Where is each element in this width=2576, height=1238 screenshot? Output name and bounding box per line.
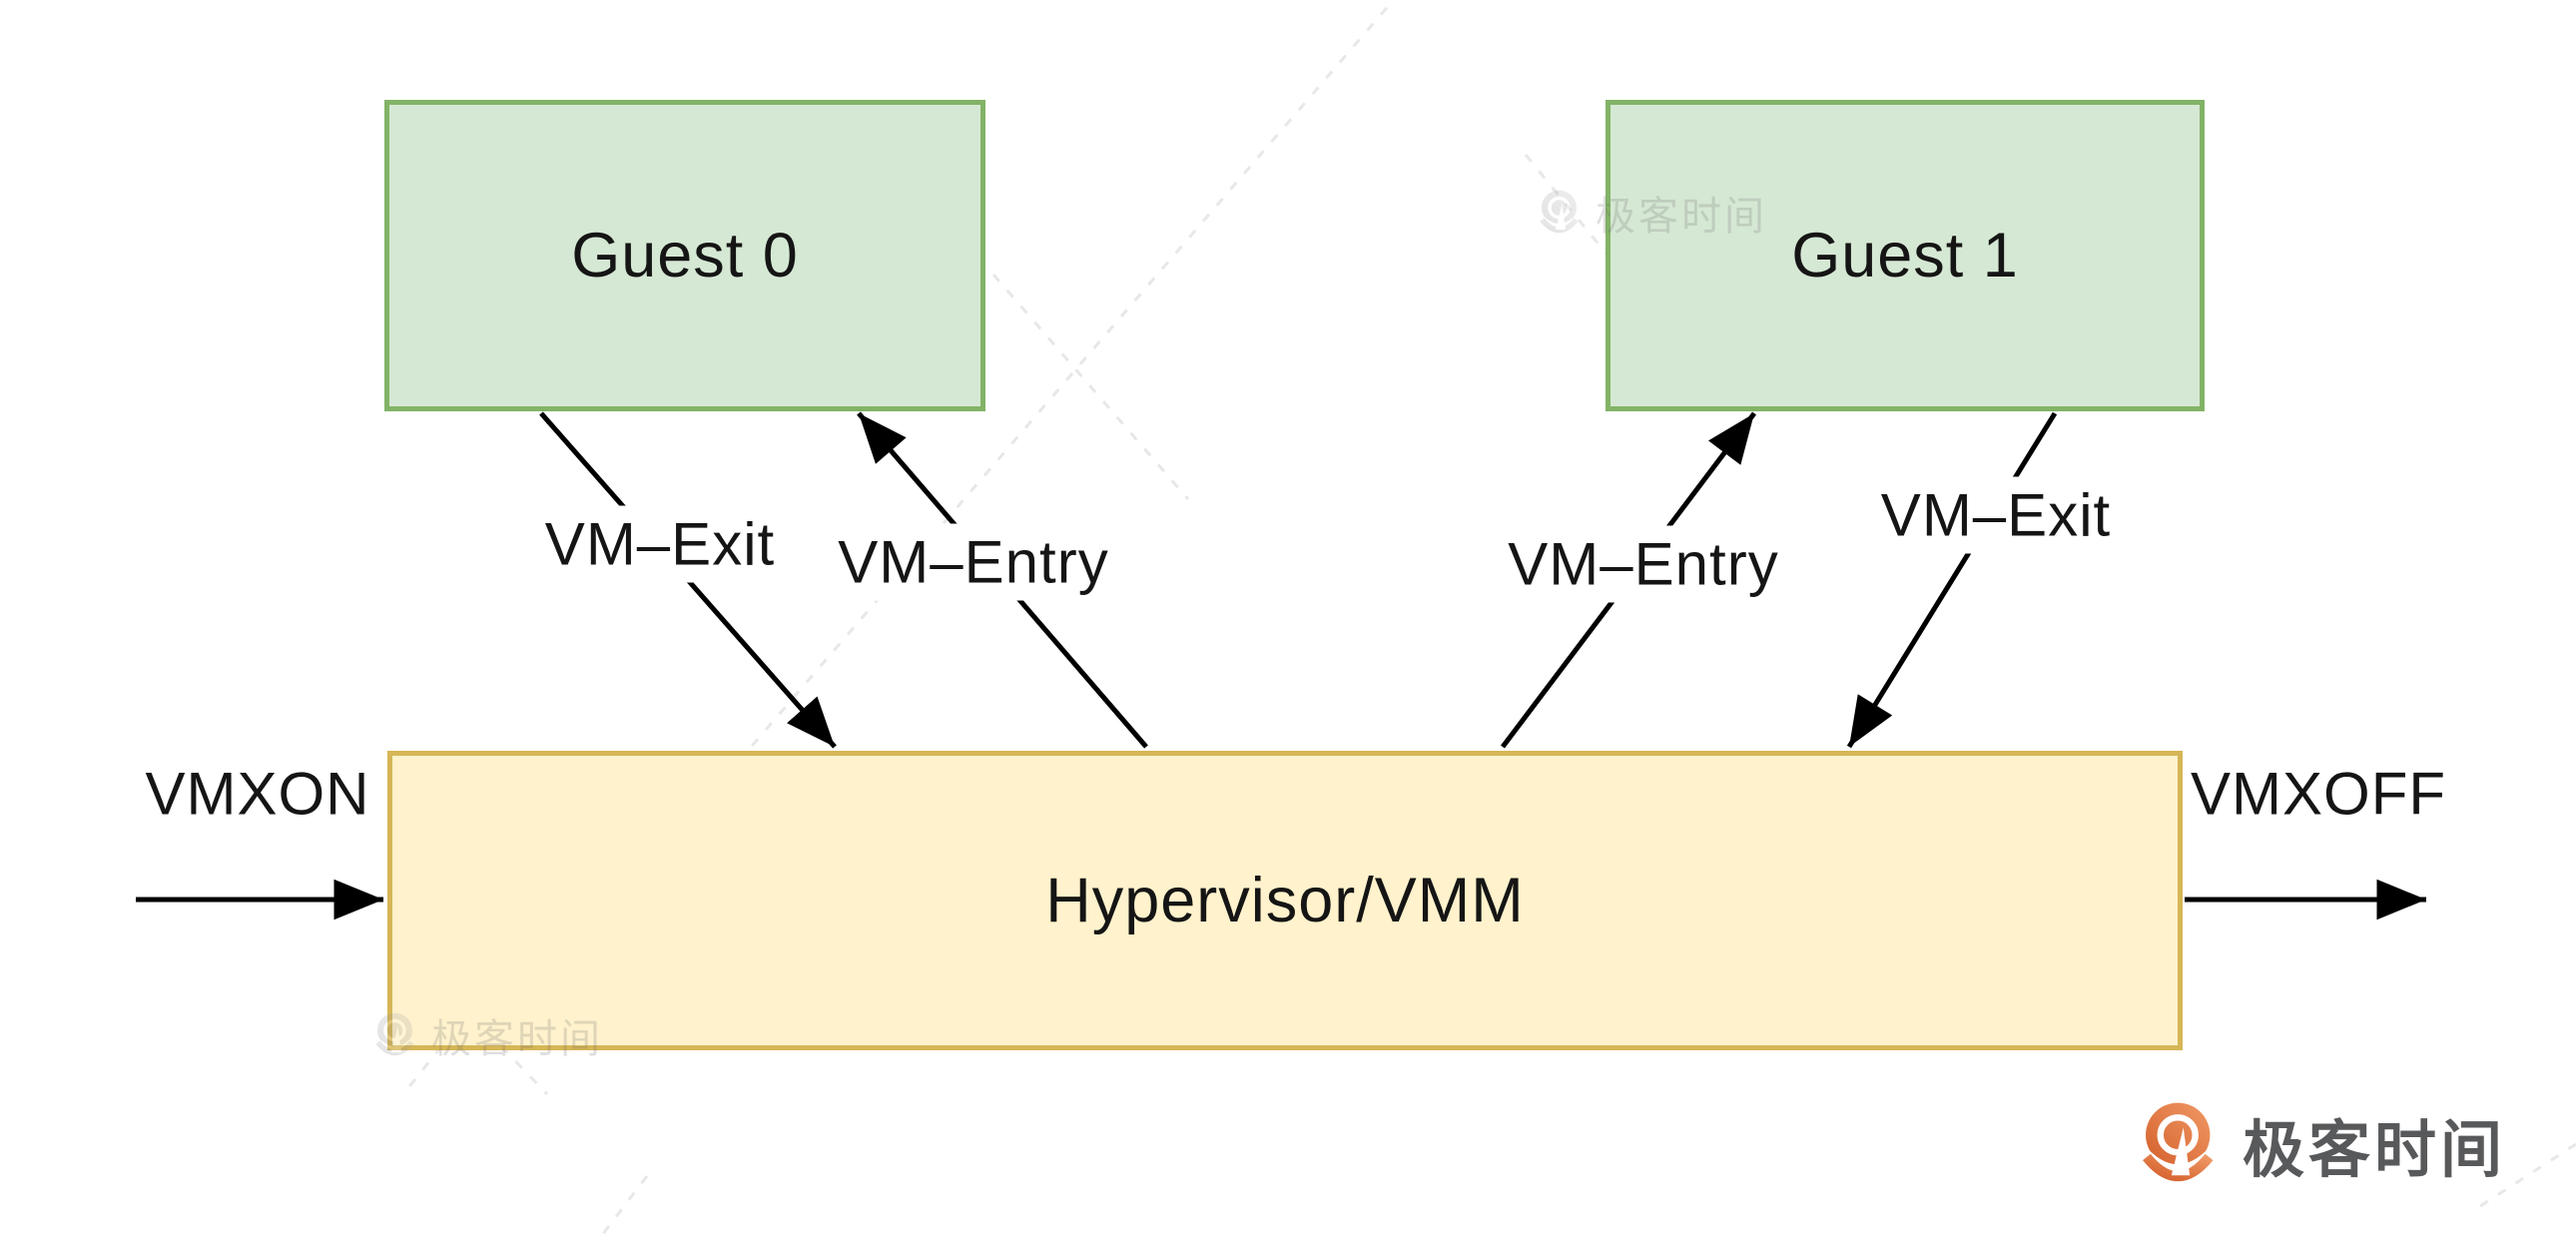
- hypervisor-box: Hypervisor/VMM: [387, 751, 2183, 1050]
- vm-exit-right-label: VM–Exit: [1868, 476, 2124, 554]
- vm-exit-left-label: VM–Exit: [532, 505, 788, 583]
- faint-watermark-bottom-left: 极客时间: [371, 1006, 603, 1064]
- vm-entry-right-label: VM–Entry: [1496, 525, 1791, 603]
- brand-name: 极客时间: [2243, 1116, 2507, 1185]
- vmxoff-label: VMXOFF: [2191, 760, 2446, 828]
- watermark-dash-line: [991, 274, 1190, 500]
- geektime-logo-icon: [2140, 1102, 2216, 1182]
- watermark-brand-text: 极客时间: [431, 1017, 603, 1061]
- watermark-dash-line: [597, 1175, 649, 1238]
- watermark-brand-text: 极客时间: [1596, 195, 1767, 239]
- geektime-logo-icon: [374, 1012, 415, 1056]
- hypervisor-label: Hypervisor/VMM: [1045, 866, 1525, 935]
- vm-entry-left-label: VM–Entry: [826, 523, 1121, 601]
- guest0-box: Guest 0: [384, 100, 985, 411]
- guest0-label: Guest 0: [571, 221, 799, 291]
- geektime-brand-logo: 极客时间: [2135, 1098, 2506, 1190]
- faint-watermark-top-right: 极客时间: [1536, 184, 1767, 242]
- guest1-box: Guest 1: [1606, 100, 2205, 411]
- guest1-label: Guest 1: [1791, 221, 2019, 291]
- geektime-logo-icon: [1539, 190, 1580, 234]
- vmxon-label: VMXON: [145, 760, 370, 828]
- vm-exit-arrow-right: [1846, 411, 2058, 749]
